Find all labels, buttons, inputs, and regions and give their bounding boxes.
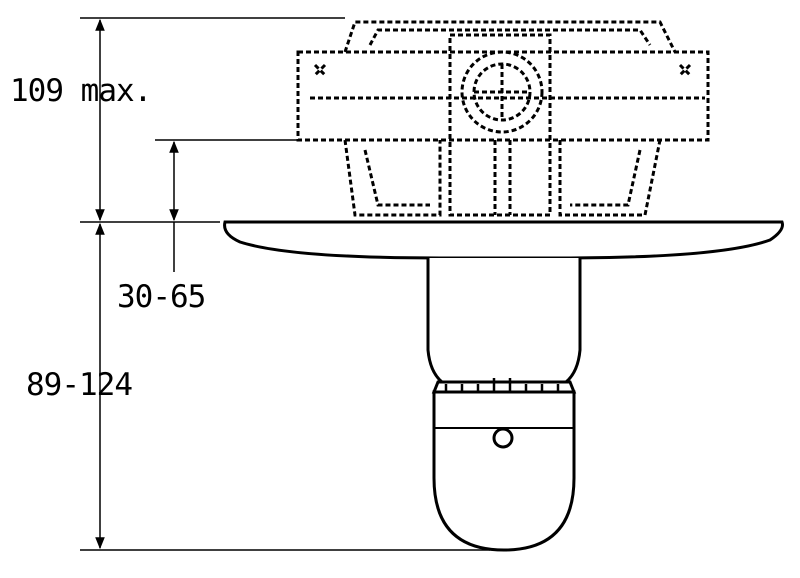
handle-neck [426,258,582,384]
dimension-label-projection: 89-124 [26,367,133,403]
handle-knob [432,390,576,552]
dimension-label-max-depth: 109 max. [10,73,152,109]
dimension-label-adjustment: 30-65 [117,279,206,315]
wall-plate [223,220,784,260]
dimension-lines [95,18,179,550]
indicator-dot [492,427,514,449]
extension-lines [80,17,490,551]
concealed-valve-body [296,20,710,217]
